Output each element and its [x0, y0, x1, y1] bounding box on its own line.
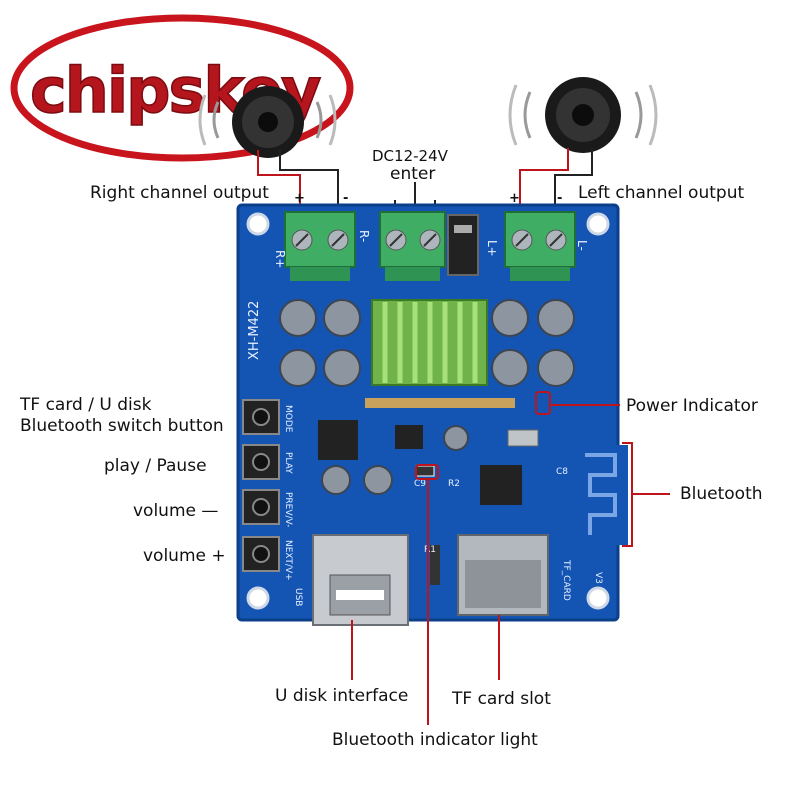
- leader-lines: [351, 404, 670, 725]
- bt-led-highlight: [415, 464, 439, 480]
- silk-next: NEXT/V+: [283, 540, 293, 581]
- bluetooth-label: Bluetooth: [680, 484, 763, 504]
- right-plus-sign: +: [294, 191, 305, 206]
- power-voltage-label: DC12-24V: [372, 147, 448, 165]
- right-channel-label: Right channel output: [90, 183, 269, 203]
- u-disk-label: U disk interface: [275, 686, 409, 706]
- volume-down-label: volume —: [133, 501, 219, 521]
- tactile-buttons: [242, 399, 280, 572]
- smd-components: [318, 398, 539, 585]
- bt-indicator-label: Bluetooth indicator light: [332, 730, 538, 750]
- power-enter-label: enter: [390, 164, 436, 184]
- silk-mode: MODE: [283, 405, 293, 433]
- capacitors: [279, 299, 575, 495]
- heatsink: [371, 299, 488, 386]
- silk-r-minus: R-: [357, 230, 371, 242]
- silk-prev: PREV/V-: [283, 492, 293, 527]
- bluetooth-antenna-icon: [578, 445, 628, 545]
- silk-r1: R1: [424, 545, 436, 555]
- left-speaker-icon: [508, 77, 658, 153]
- silk-tf-card: TF_CARD: [561, 559, 571, 601]
- tf-card-slot: [457, 534, 549, 616]
- mode-button-label-2: Bluetooth switch button: [20, 416, 224, 436]
- play-button-label: play / Pause: [104, 456, 207, 476]
- silk-version: V3: [593, 572, 603, 584]
- silk-model: XH-M422: [247, 301, 262, 360]
- silk-usb: USB: [293, 588, 303, 606]
- mode-button-label-1: TF card / U disk: [20, 395, 152, 415]
- left-terminal-block: [504, 211, 576, 281]
- tf-slot-label: TF card slot: [452, 689, 551, 709]
- silk-play: PLAY: [283, 452, 293, 474]
- left-minus-sign: -: [557, 191, 563, 206]
- silk-l-minus: L-: [575, 240, 589, 251]
- silk-c9: C9: [414, 479, 426, 489]
- silk-c8: C8: [556, 467, 568, 477]
- left-plus-sign: +: [509, 191, 520, 206]
- dc-jack: [447, 214, 479, 276]
- power-terminal-block: [379, 211, 446, 281]
- speaker-wires: [257, 148, 593, 212]
- power-indicator-label: Power Indicator: [626, 396, 758, 416]
- usb-port: [312, 534, 409, 626]
- right-minus-sign: -: [343, 191, 349, 206]
- silk-r-plus: R+: [273, 250, 287, 268]
- silk-l-plus: L+: [485, 240, 499, 257]
- volume-up-label: volume +: [143, 546, 226, 566]
- silk-r2: R2: [448, 479, 460, 489]
- right-terminal-block: [284, 211, 356, 281]
- right-speaker-icon: [198, 86, 337, 158]
- power-led-highlight: [535, 391, 551, 415]
- left-channel-label: Left channel output: [578, 183, 745, 203]
